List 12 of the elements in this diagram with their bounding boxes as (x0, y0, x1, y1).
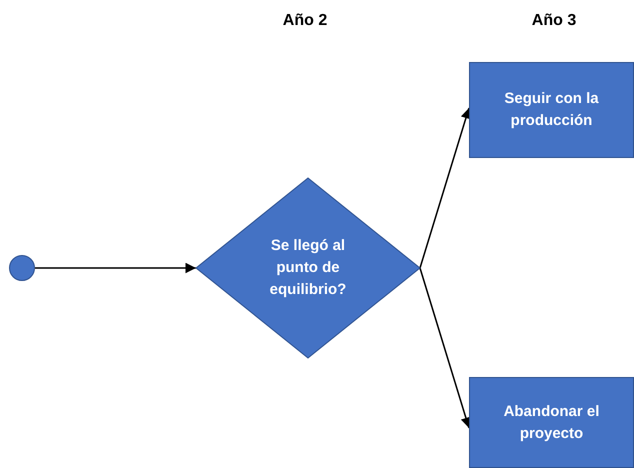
decision-text: Se llegó al punto de equilibrio? (268, 236, 348, 300)
arrow (419, 268, 471, 428)
start-circle (9, 255, 35, 281)
process-box (469, 62, 634, 158)
column-heading: Año 2 (282, 12, 328, 30)
arrow (35, 262, 196, 274)
decision-diamond (196, 178, 420, 358)
step-text: Seguir con la producción (503, 89, 600, 131)
arrow (419, 108, 471, 268)
process-box (469, 377, 634, 468)
step-text: Abandonar el proyecto (502, 402, 600, 444)
column-heading: Año 3 (532, 12, 576, 30)
